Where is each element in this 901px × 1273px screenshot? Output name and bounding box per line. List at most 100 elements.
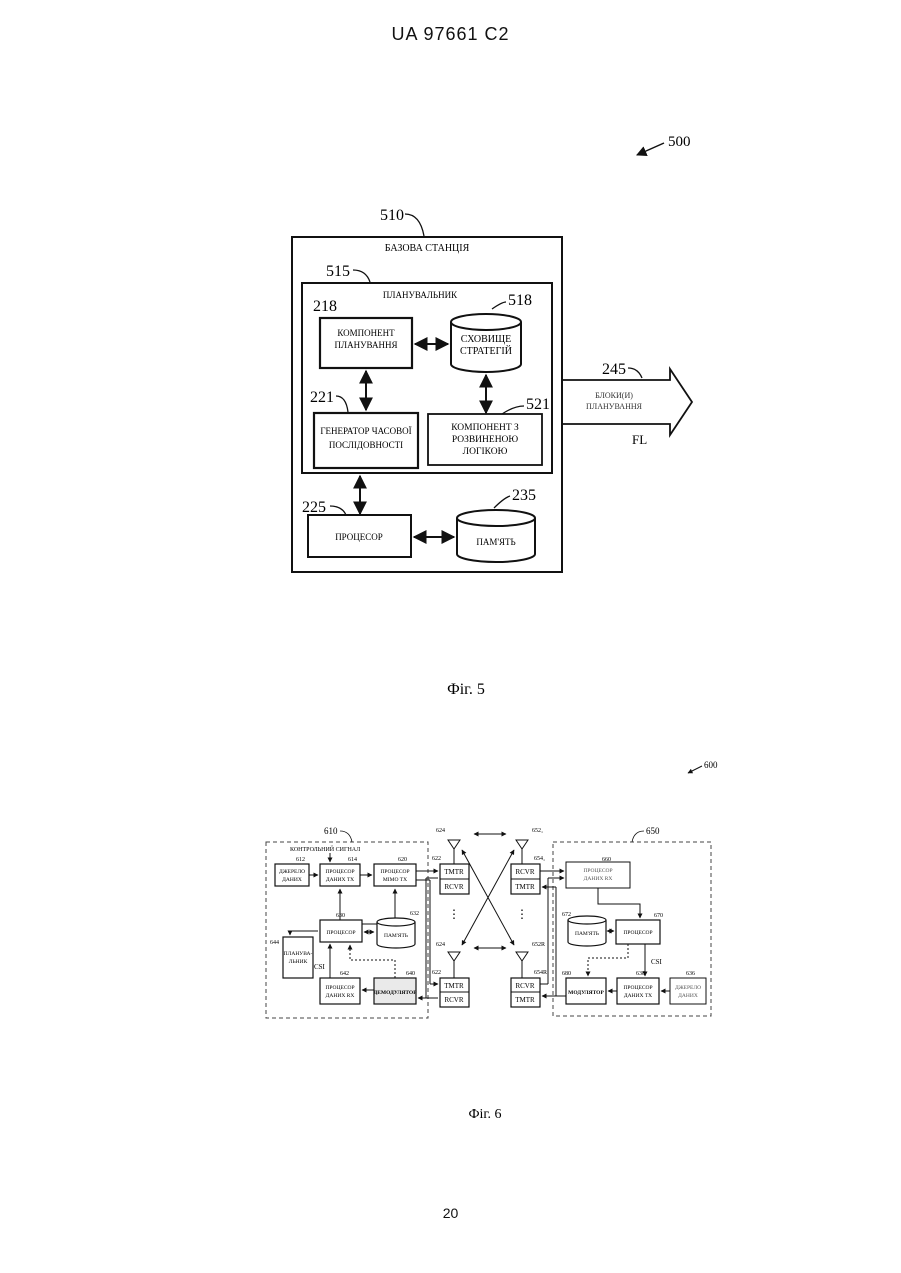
right-bot-tmtr: TMTR: [515, 996, 535, 1004]
logic-component-line1: КОМПОНЕНТ З: [451, 423, 519, 433]
processor-r-label: ПРОЦЕСОР: [623, 930, 652, 936]
logic-component-line3: ЛОГІКОЮ: [463, 447, 508, 457]
figure-6: 600 610 КОНТРОЛЬНИЙ СИГНАЛ 650 612 ДЖЕРЕ…: [266, 760, 718, 1122]
rx-data-proc-l-line2: ДАНИХ RX: [326, 993, 355, 999]
memory-r-label: ПАМ'ЯТЬ: [575, 931, 599, 937]
scheduling-component-line2: ПЛАНУВАННЯ: [335, 340, 398, 350]
left-system-ref: 610: [324, 826, 338, 836]
right-top-antenna: [516, 840, 528, 864]
csi-l-label: CSI: [314, 963, 326, 971]
left-bottom-antenna: [448, 952, 460, 978]
right-transceiver-bottom: RCVR TMTR: [511, 978, 540, 1007]
data-source-l-ref: 612: [296, 857, 305, 863]
policy-store-line2: СТРАТЕГІЙ: [460, 345, 512, 357]
output-line1: БЛОКИ(И): [595, 391, 633, 400]
tx-data-proc-l-line2: ДАНИХ ТХ: [326, 877, 354, 883]
data-source-l-line1: ДЖЕРЕЛО: [279, 869, 305, 875]
scheduler-l-box: [283, 937, 313, 978]
page-number: 20: [0, 1205, 901, 1221]
right-bot-tr-ref: 654R: [534, 970, 547, 976]
figure-5: 500 510 БАЗОВА СТАНЦІЯ 515 ПЛАНУВАЛЬНИК …: [292, 134, 692, 698]
base-station-ref: 510: [380, 207, 404, 224]
tx-data-proc-l-ref: 614: [348, 857, 357, 863]
left-transceiver-top: TMTR RCVR: [440, 864, 469, 894]
tx-data-proc-r-line1: ПРОЦЕСОР: [623, 985, 652, 991]
left-bot-tmtr: TMTR: [444, 982, 464, 990]
left-top-rcvr: RCVR: [444, 883, 463, 891]
fig6-ref-600: 600: [704, 760, 718, 770]
data-source-r-ref: 636: [686, 971, 695, 977]
tx-mimo-proc-line1: ПРОЦЕСОР: [380, 869, 409, 875]
processor-l-label: ПРОЦЕСОР: [326, 930, 355, 936]
right-bot-ant-ref: 652R: [532, 942, 545, 948]
sequence-generator-line2: ПОСЛІДОВНОСТІ: [329, 440, 403, 450]
fig5-ref-500: 500: [668, 134, 691, 150]
modulator-r-label: МОДУЛЯТОР: [568, 990, 604, 996]
rx-data-proc-r-line1: ПРОЦЕСОР: [583, 868, 612, 874]
data-source-r-line2: ДАНИХ: [678, 993, 698, 999]
scheduling-component-line1: КОМПОНЕНТ: [337, 328, 395, 338]
right-bot-rcvr: RCVR: [515, 982, 534, 990]
control-signal-label: КОНТРОЛЬНИЙ СИГНАЛ: [290, 845, 360, 853]
left-bot-rcvr: RCVR: [444, 996, 463, 1004]
policy-store-line1: СХОВИЩЕ: [461, 334, 511, 345]
output-link: FL: [632, 432, 647, 447]
memory-ref: 235: [512, 487, 536, 504]
sequence-generator-line1: ГЕНЕРАТОР ЧАСОВОЇ: [320, 426, 411, 436]
left-top-ant-ref: 624: [436, 828, 445, 834]
output-ref: 245: [602, 361, 626, 378]
scheduling-component-ref: 218: [313, 298, 337, 315]
scheduler-label: ПЛАНУВАЛЬНИК: [383, 290, 458, 300]
output-line2: ПЛАНУВАННЯ: [586, 402, 643, 411]
fig6-caption: Фіг. 6: [468, 1107, 501, 1122]
demodulator-l-ref: 640: [406, 971, 415, 977]
rx-data-proc-l-ref: 642: [340, 971, 349, 977]
memory-r-ref: 672: [562, 912, 571, 918]
left-top-antenna: [448, 840, 460, 864]
base-station-label: БАЗОВА СТАНЦІЯ: [385, 243, 470, 254]
scheduler-l-line1: ПЛАНУВА-: [284, 951, 313, 957]
tx-data-proc-r-ref: 638: [636, 971, 645, 977]
right-bottom-antenna: [516, 952, 528, 978]
logic-component-line2: РОЗВИНЕНОЮ: [452, 435, 519, 445]
rx-data-proc-l-line1: ПРОЦЕСОР: [325, 985, 354, 991]
data-source-r-line1: ДЖЕРЕЛО: [675, 985, 701, 991]
left-top-tr-ref: 622: [432, 856, 441, 862]
tx-data-proc-r-line2: ДАНИХ ТХ: [624, 993, 652, 999]
tx-mimo-proc-line2: МІМО ТХ: [383, 877, 407, 883]
scheduler-l-ref: 644: [270, 940, 279, 946]
fig5-caption: Фіг. 5: [447, 681, 485, 698]
left-transceiver-bottom: TMTR RCVR: [440, 978, 469, 1007]
left-bot-tr-ref: 622: [432, 970, 441, 976]
data-source-r-box: [670, 978, 706, 1004]
right-transceiver-top: RCVR TMTR: [511, 864, 540, 894]
tx-data-proc-r-box: [617, 978, 659, 1004]
policy-store-ref: 518: [508, 292, 532, 309]
demodulator-l-label: ДЕМОДУЛЯТОР: [373, 990, 417, 996]
left-bot-ant-ref: 624: [436, 942, 445, 948]
right-ellipsis: ⋮: [516, 907, 528, 921]
processor-r-ref: 670: [654, 913, 663, 919]
processor-label: ПРОЦЕСОР: [335, 532, 383, 542]
sequence-generator-ref: 221: [310, 389, 334, 406]
rx-data-proc-r-box: [566, 862, 630, 888]
left-ellipsis: ⋮: [448, 907, 460, 921]
logic-component-ref: 521: [526, 396, 550, 413]
memory-l-ref: 632: [410, 911, 419, 917]
right-top-tmtr: TMTR: [515, 883, 535, 891]
right-top-rcvr: RCVR: [515, 868, 534, 876]
memory-l-label: ПАМ'ЯТЬ: [384, 933, 408, 939]
memory-cylinder: [457, 510, 535, 562]
data-source-l-line2: ДАНИХ: [282, 877, 302, 883]
tx-data-proc-l-line1: ПРОЦЕСОР: [325, 869, 354, 875]
right-top-ant-ref: 652₁: [532, 828, 543, 834]
memory-label: ПАМ'ЯТЬ: [476, 537, 515, 547]
right-top-tr-ref: 654₁: [534, 856, 545, 862]
rx-data-proc-r-line2: ДАНИХ RX: [584, 876, 613, 882]
right-system-ref: 650: [646, 826, 660, 836]
tx-mimo-proc-ref: 620: [398, 857, 407, 863]
csi-r-label: CSI: [651, 958, 663, 966]
scheduler-l-line2: ЛЬНИК: [289, 959, 308, 965]
modulator-r-ref: 680: [562, 971, 571, 977]
